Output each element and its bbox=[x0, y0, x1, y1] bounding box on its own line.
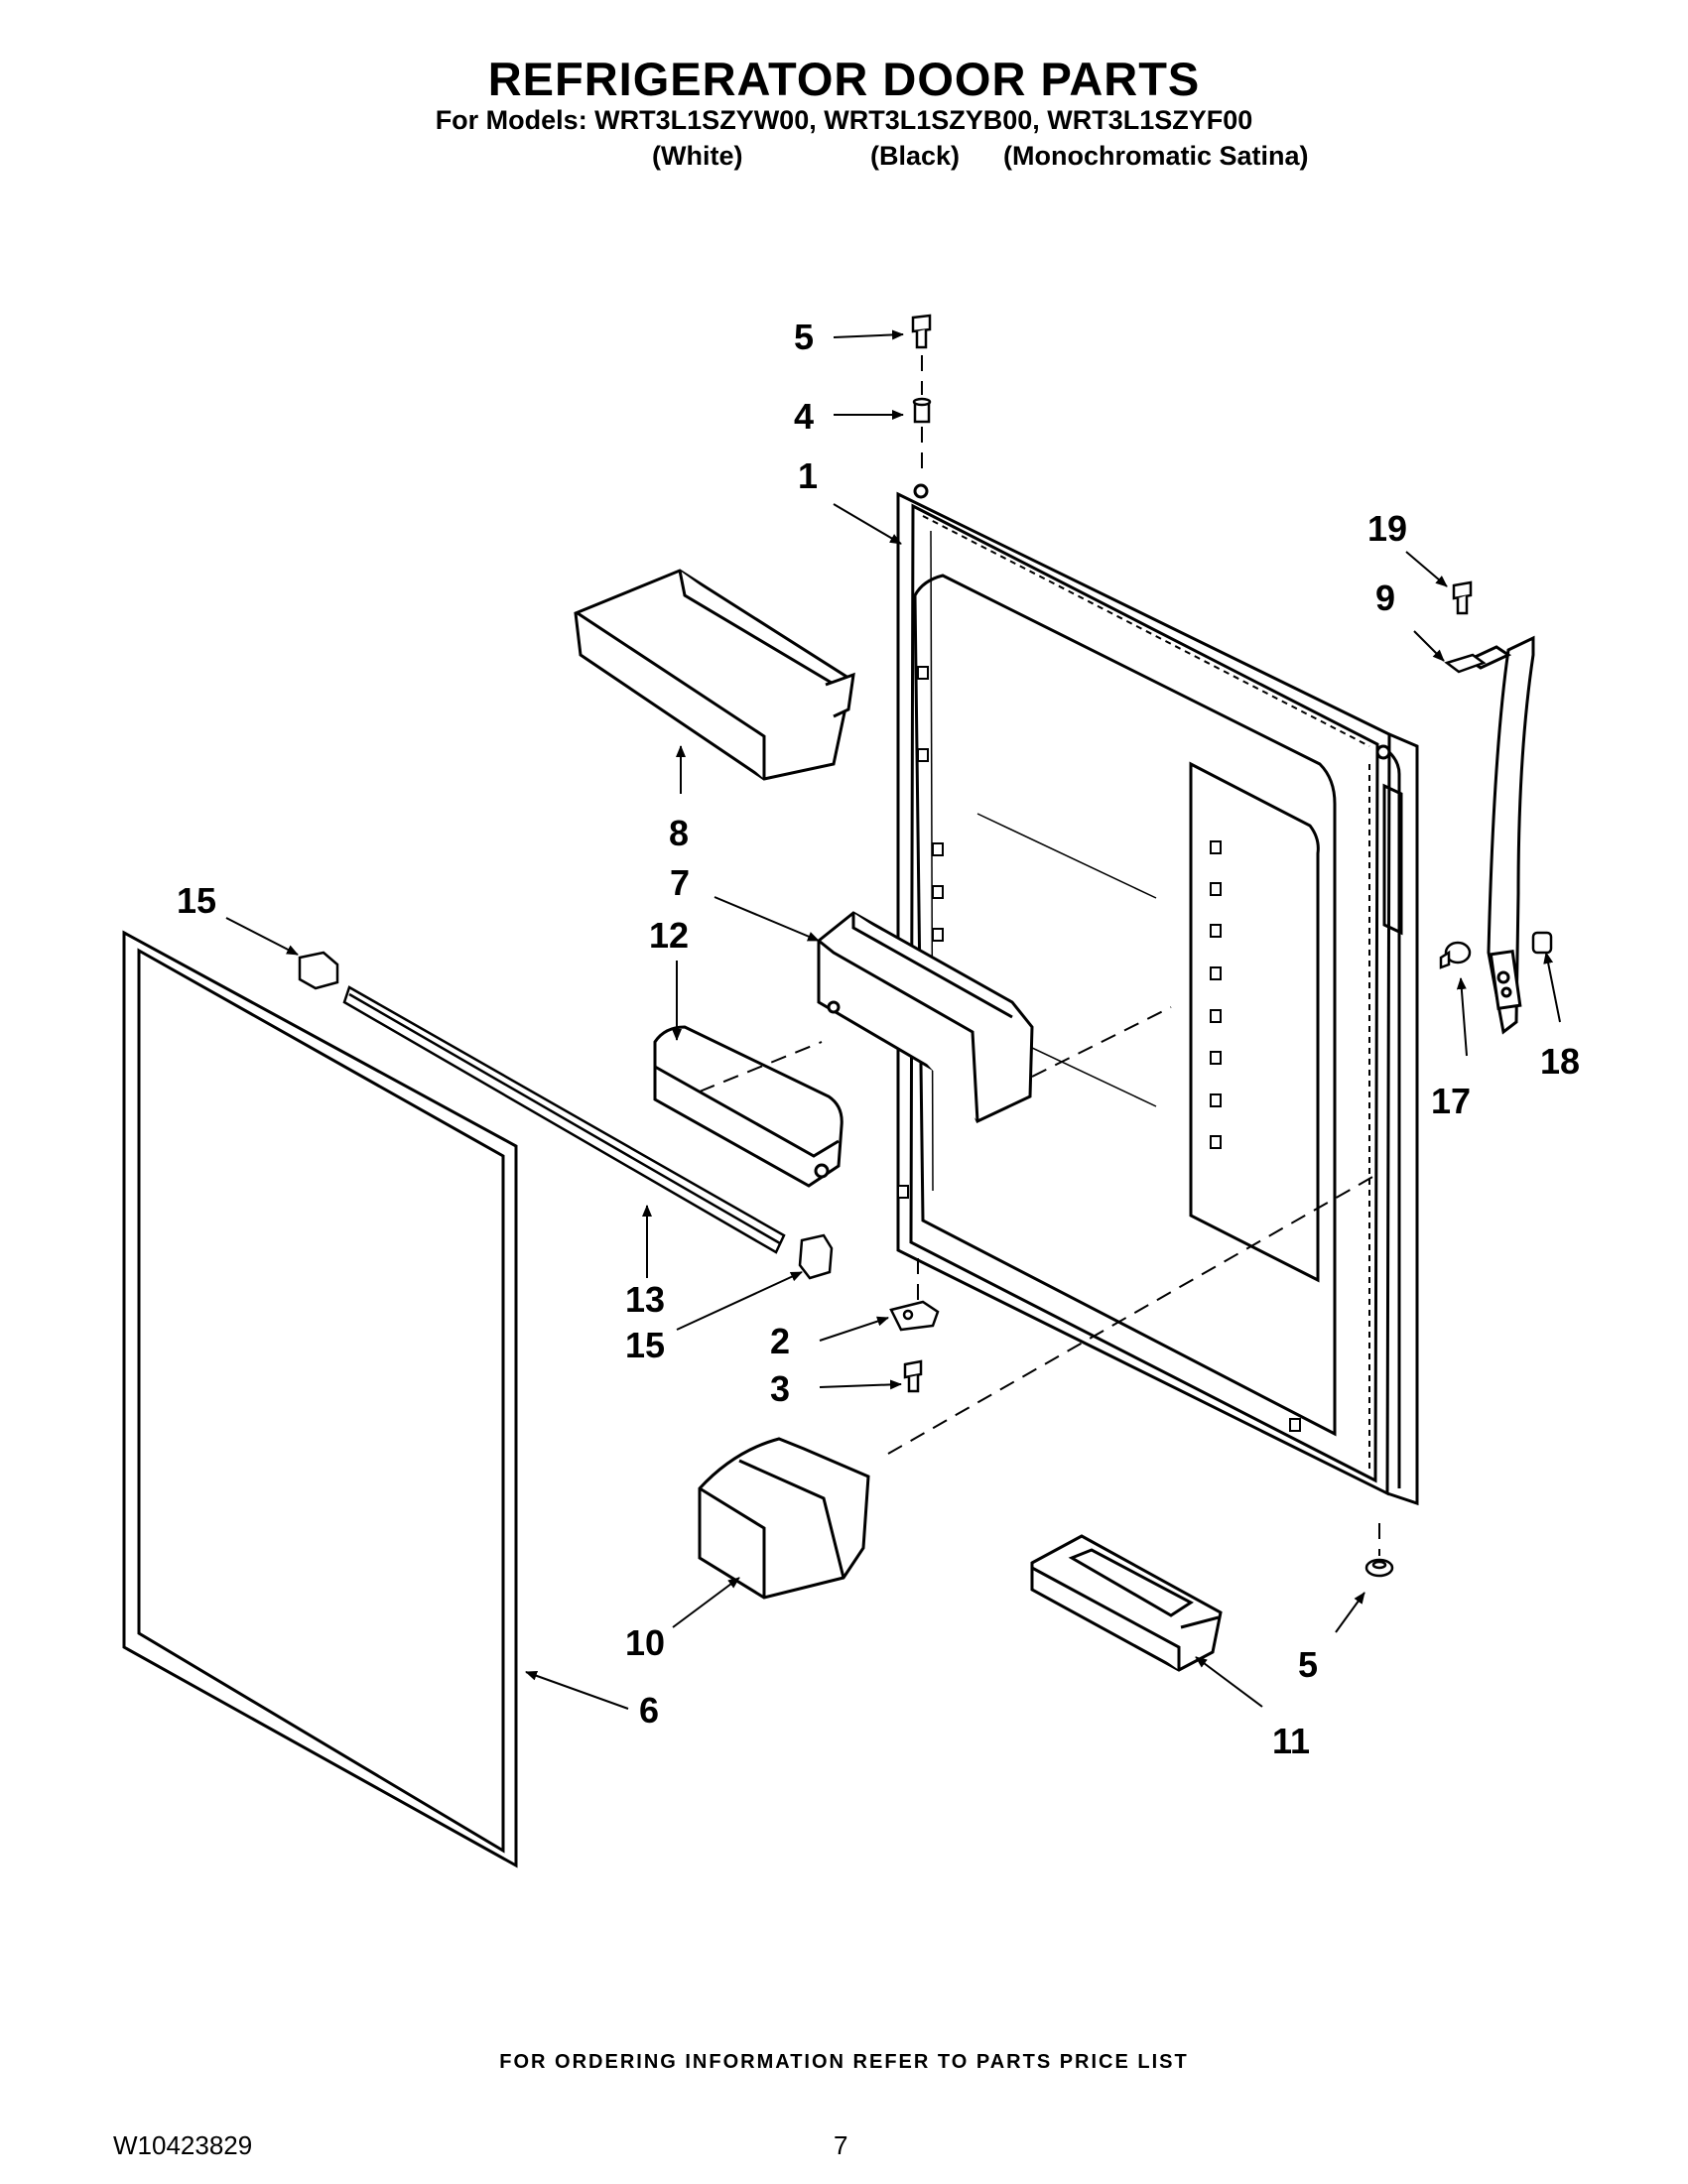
handle-screw-cap bbox=[1531, 931, 1553, 955]
callout-7: 7 bbox=[670, 862, 690, 903]
page-number: 7 bbox=[834, 2130, 848, 2160]
hinge-plate bbox=[889, 1300, 940, 1332]
callout-5-top: 5 bbox=[794, 317, 814, 357]
variant-black: (Black) bbox=[870, 141, 961, 171]
door-seal-ribs bbox=[922, 515, 1370, 1469]
callout-6: 6 bbox=[639, 1690, 659, 1731]
bottom-bushing bbox=[1364, 1558, 1394, 1578]
end-cap-bottom bbox=[798, 1233, 834, 1280]
variant-white: (White) bbox=[652, 141, 743, 171]
callout-19: 19 bbox=[1367, 508, 1407, 549]
door-handle bbox=[1465, 635, 1535, 1035]
door-bin-middle bbox=[817, 911, 1034, 1124]
end-cap-top bbox=[298, 951, 339, 990]
callout-labels: 5 4 1 19 9 8 15 7 12 18 17 13 15 2 3 10 … bbox=[177, 317, 1580, 1761]
callout-13: 13 bbox=[625, 1279, 665, 1320]
callout-17: 17 bbox=[1431, 1081, 1471, 1121]
document-number: W10423829 bbox=[113, 2130, 253, 2160]
callout-8: 8 bbox=[669, 813, 689, 853]
callout-5-bottom: 5 bbox=[1298, 1644, 1318, 1685]
callout-3: 3 bbox=[770, 1368, 790, 1409]
callout-10: 10 bbox=[625, 1622, 665, 1663]
handle-stud bbox=[1439, 941, 1472, 969]
variant-monochromatic-satina: (Monochromatic Satina) bbox=[1003, 141, 1309, 171]
page-title: REFRIGERATOR DOOR PARTS bbox=[487, 53, 1201, 105]
callout-12: 12 bbox=[649, 915, 689, 956]
egg-bin bbox=[1030, 1534, 1223, 1672]
callout-9: 9 bbox=[1375, 578, 1395, 618]
hinge-screw bbox=[903, 1359, 923, 1393]
dairy-cover bbox=[653, 1025, 844, 1188]
door-bin-lower bbox=[698, 1437, 870, 1600]
callout-1: 1 bbox=[798, 455, 818, 496]
callout-2: 2 bbox=[770, 1321, 790, 1361]
alignment-lines bbox=[699, 355, 1380, 1556]
callout-15-top: 15 bbox=[177, 880, 216, 921]
callout-18: 18 bbox=[1540, 1041, 1580, 1082]
leader-arrows bbox=[225, 329, 1561, 1710]
hinge-bushing-top bbox=[912, 397, 932, 424]
callout-11: 11 bbox=[1272, 1721, 1310, 1761]
callout-15-bottom: 15 bbox=[625, 1325, 665, 1365]
handle-bracket bbox=[1444, 653, 1487, 674]
door-bin-upper bbox=[574, 569, 855, 781]
door-trim bbox=[342, 985, 786, 1254]
door-gasket bbox=[122, 930, 518, 1868]
screw-handle bbox=[1452, 580, 1473, 615]
ordering-note: FOR ORDERING INFORMATION REFER TO PARTS … bbox=[499, 2051, 1189, 2073]
screw-top bbox=[911, 314, 932, 349]
callout-4: 4 bbox=[794, 396, 814, 437]
models-line: For Models: WRT3L1SZYW00, WRT3L1SZYB00, … bbox=[435, 105, 1253, 135]
